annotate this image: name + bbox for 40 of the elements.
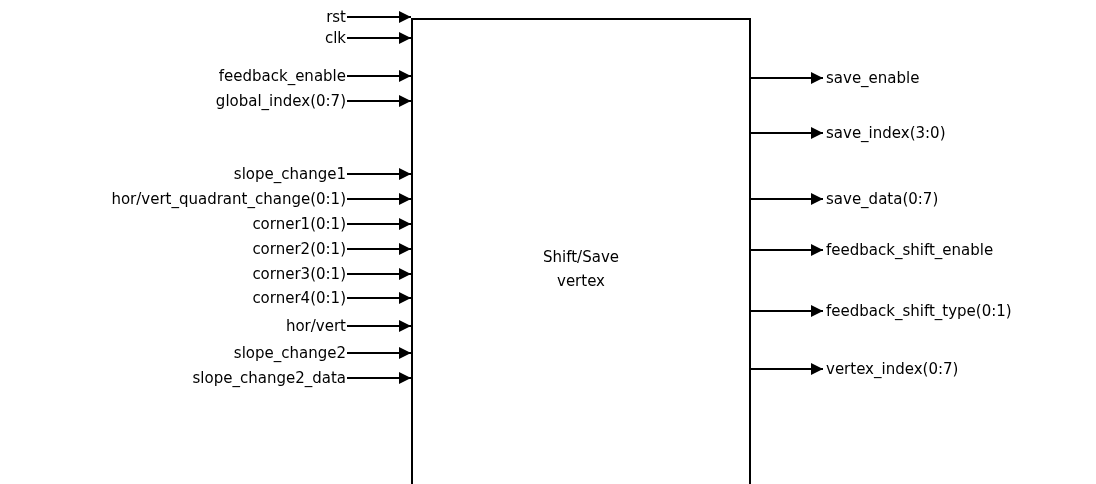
output-signal-label: vertex_index(0:7) (826, 360, 959, 378)
arrow (750, 72, 824, 84)
arrow (750, 244, 824, 256)
arrow (346, 243, 412, 255)
arrow (346, 372, 412, 384)
input-signal-label: rst (326, 8, 346, 26)
input-signal-label: slope_change2 (233, 344, 346, 362)
input-signal-label: slope_change2_data (192, 369, 346, 387)
arrow (750, 363, 824, 375)
input-signal-label: clk (324, 29, 346, 47)
arrow (346, 168, 412, 180)
process-block (411, 18, 751, 484)
output-signal-label: feedback_shift_enable (826, 241, 994, 259)
input-signal-label: global_index(0:7) (215, 92, 346, 110)
input-signal-label: hor/vert (285, 317, 346, 335)
output-signal-label: save_data(0:7) (826, 190, 939, 208)
block-title: Shift/Save vertex (542, 247, 620, 292)
input-signal-label: slope_change1 (233, 165, 346, 183)
arrow (346, 268, 412, 280)
arrow (750, 193, 824, 205)
arrow (750, 305, 824, 317)
arrow (346, 95, 412, 107)
arrow (346, 70, 412, 82)
output-signal-label: save_enable (826, 69, 920, 87)
arrow (346, 292, 412, 304)
arrow (346, 11, 412, 23)
input-signal-label: corner4(0:1) (252, 289, 346, 307)
input-signal-label: hor/vert_quadrant_change(0:1) (111, 190, 346, 208)
arrow (346, 347, 412, 359)
input-signal-label: corner1(0:1) (252, 215, 346, 233)
arrow (750, 127, 824, 139)
arrow (346, 32, 412, 44)
input-signal-label: corner3(0:1) (252, 265, 346, 283)
output-signal-label: save_index(3:0) (826, 124, 946, 142)
input-signal-label: corner2(0:1) (252, 240, 346, 258)
arrow (346, 193, 412, 205)
output-signal-label: feedback_shift_type(0:1) (826, 302, 1012, 320)
arrow (346, 320, 412, 332)
arrow (346, 218, 412, 230)
input-signal-label: feedback_enable (218, 67, 346, 85)
